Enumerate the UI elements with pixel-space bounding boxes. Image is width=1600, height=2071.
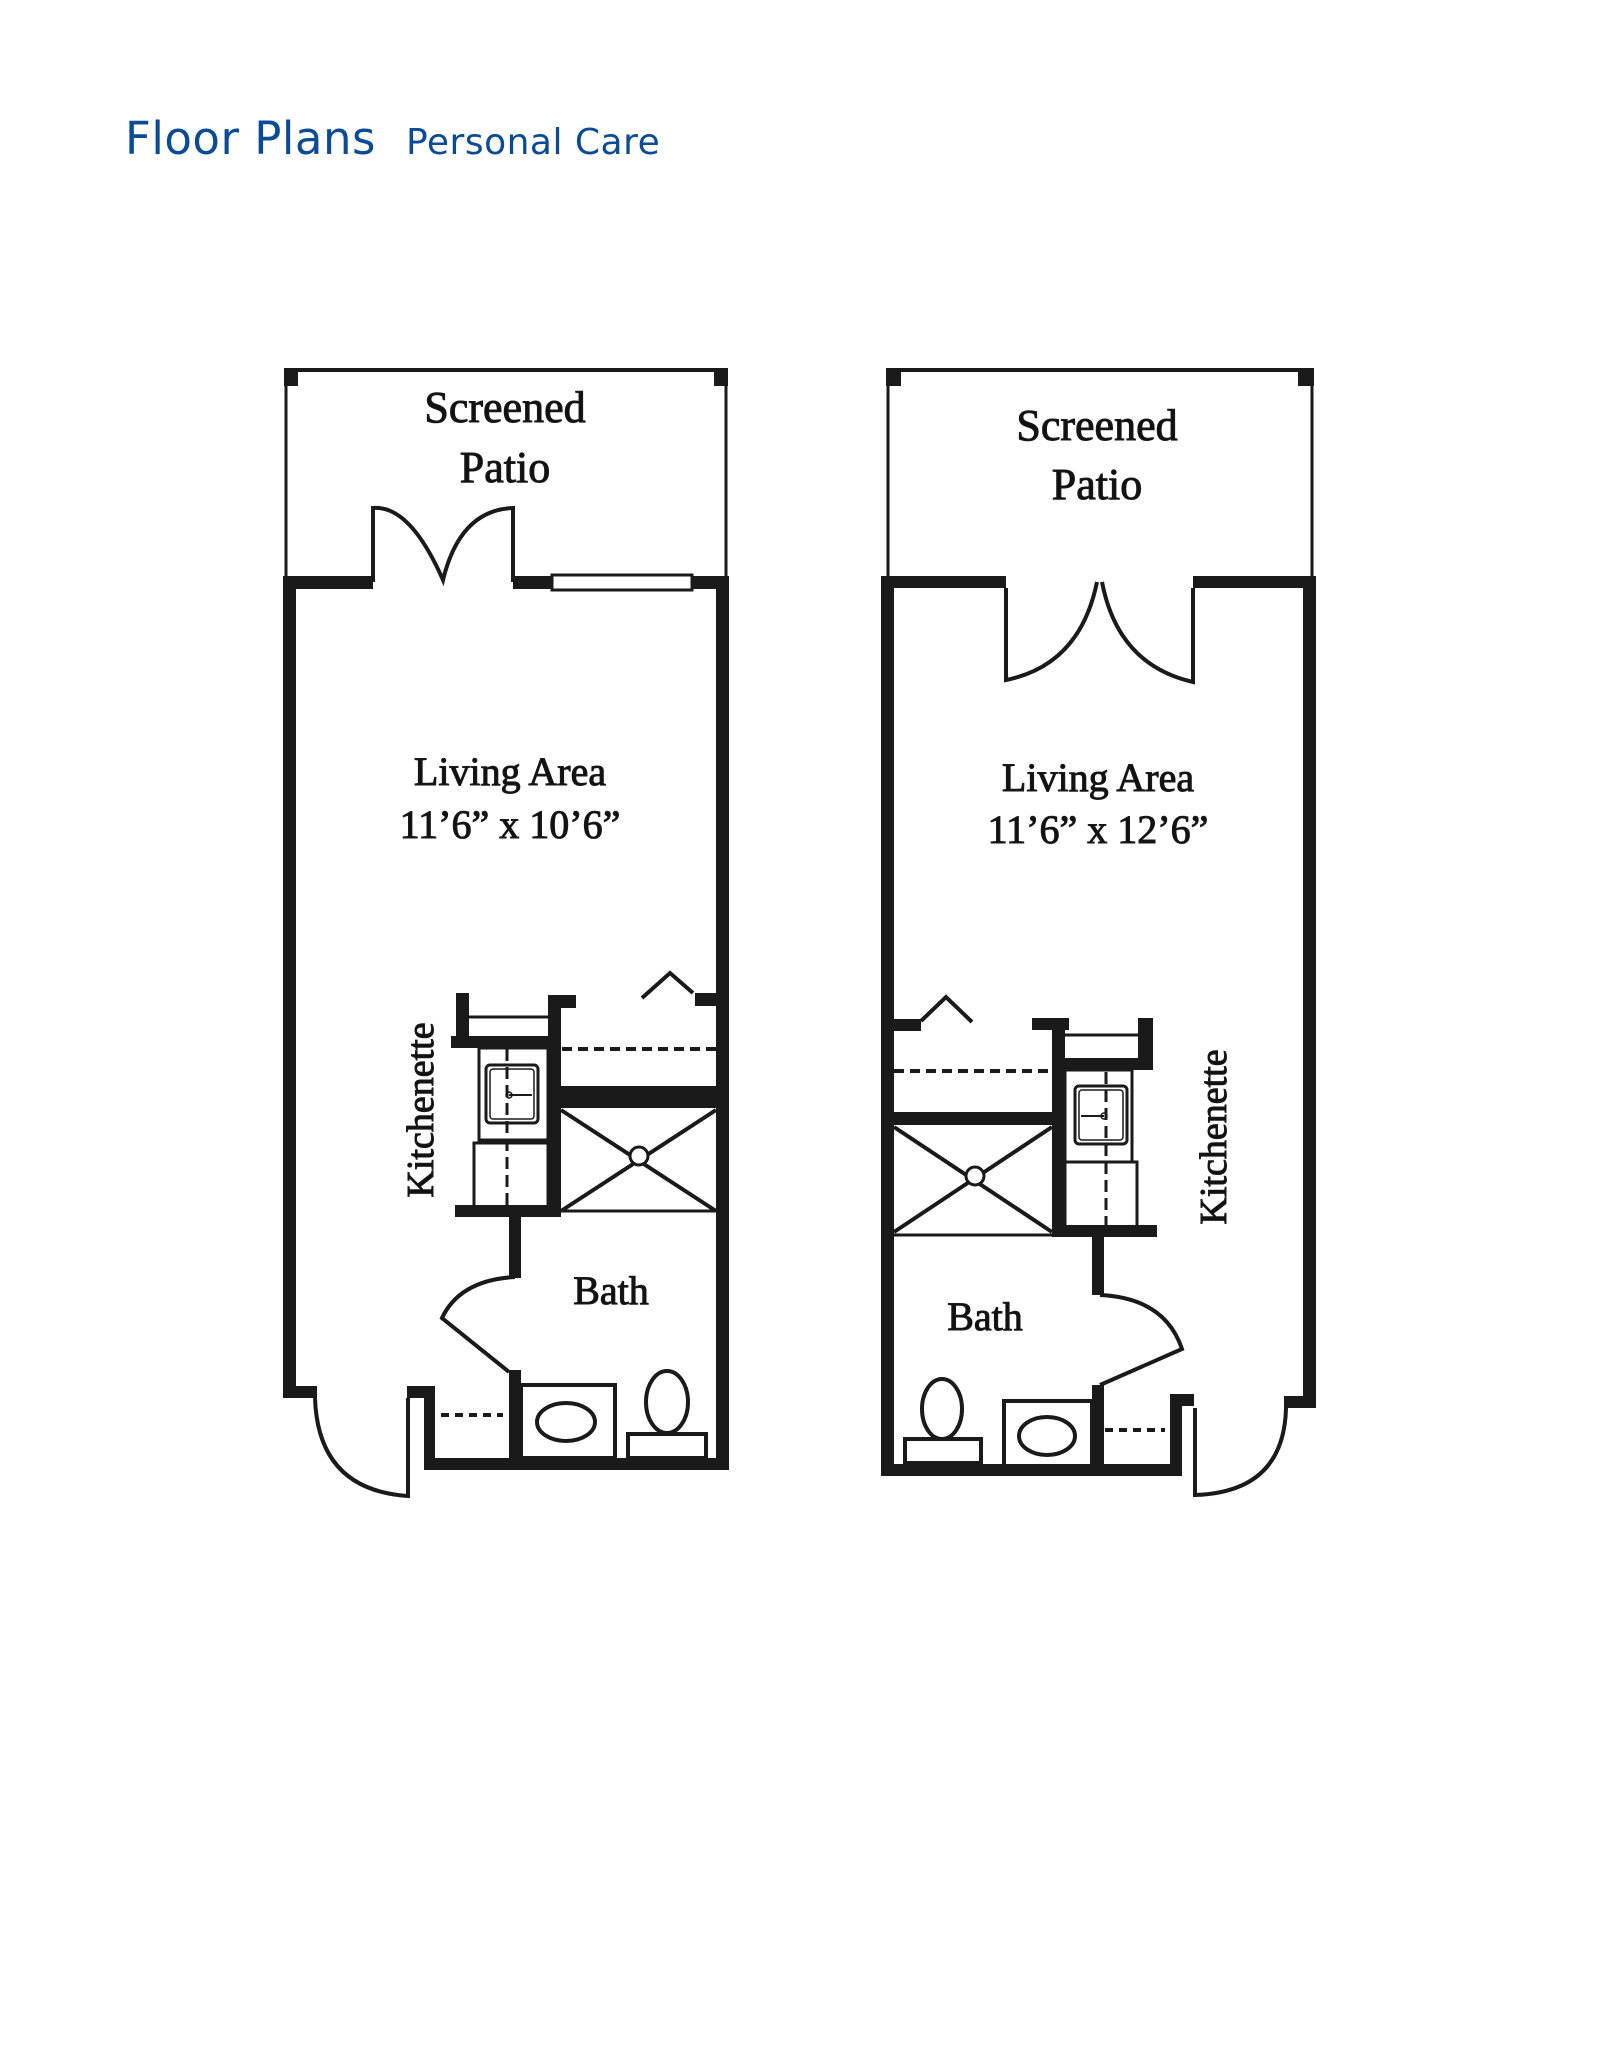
closet (891, 994, 1069, 1073)
page-header: Floor Plans Personal Care (125, 112, 660, 165)
screened-patio-outline (886, 368, 1314, 578)
bath-label: Bath (947, 1294, 1023, 1339)
patio-door-swing (371, 505, 515, 587)
floor-plan-b: Screened Patio Living Area 11’6” x 12’6”… (881, 368, 1316, 1498)
exterior-walls (283, 576, 729, 1470)
shower (548, 1086, 719, 1216)
bath-label: Bath (573, 1268, 649, 1313)
shower (892, 1018, 1065, 1237)
living-area-label: Living Area (1002, 755, 1194, 800)
page-subtitle: Personal Care (405, 122, 661, 163)
entry-door-swing (1193, 1407, 1288, 1498)
closet (548, 970, 720, 1095)
kitchenette (1052, 1018, 1157, 1237)
bathroom (439, 1216, 708, 1462)
patio-door-swing (1004, 581, 1195, 685)
patio-label: Patio (460, 443, 550, 492)
entry-door-swing (313, 1397, 410, 1499)
floor-plan-a: Screened Patio Living Area 11’6” x 10’6”… (283, 368, 729, 1499)
window (550, 573, 694, 592)
living-area-dimensions: 11’6” x 12’6” (988, 807, 1209, 852)
kitchenette-label: Kitchenette (1193, 1049, 1235, 1224)
patio-label: Screened (1016, 401, 1177, 450)
kitchenette (451, 993, 561, 1217)
exterior-walls (881, 576, 1316, 1476)
living-area-label: Living Area (414, 749, 606, 794)
patio-label: Patio (1052, 460, 1142, 509)
living-area-dimensions: 11’6” x 10’6” (400, 802, 621, 847)
page-title: Floor Plans (125, 112, 376, 165)
screened-patio-outline (284, 368, 728, 580)
kitchenette-label: Kitchenette (400, 1022, 442, 1197)
bathroom (903, 1235, 1185, 1468)
patio-label: Screened (424, 383, 585, 432)
